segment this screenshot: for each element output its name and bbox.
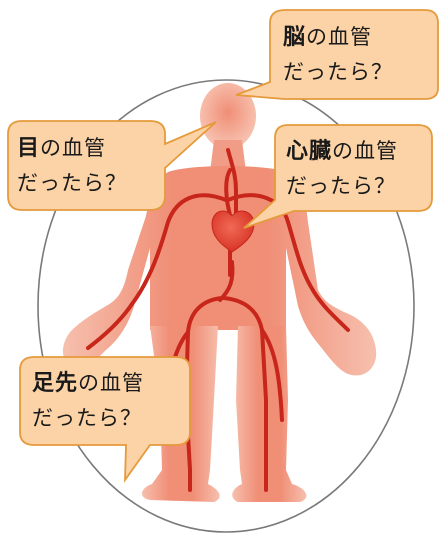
heart-line-1: 心臓の血管 <box>286 134 398 169</box>
right-arm-vessel <box>226 193 350 332</box>
toe-line-1: 足先の血管 <box>32 366 144 401</box>
right-leg-branch <box>260 328 284 422</box>
eye-bubble-text: 目の血管 だったら？ <box>17 131 127 200</box>
heart-label-bold: 心臓 <box>286 139 333 164</box>
brain-bubble <box>235 9 439 100</box>
torso-and-arms <box>62 166 377 376</box>
brain-line-2: だったら？ <box>283 60 393 84</box>
eye-label-bold: 目 <box>17 136 41 161</box>
heart-line-2: だったら？ <box>286 174 396 198</box>
brain-line-1: 脳の血管 <box>283 20 393 55</box>
heart-bubble-text: 心臓の血管 だったら？ <box>286 134 398 203</box>
eye-label-rest: の血管 <box>40 136 107 160</box>
eye-bubble <box>7 120 217 211</box>
toe-line-2: だったら？ <box>32 406 142 430</box>
speech-bubbles <box>7 9 439 483</box>
heart-shape <box>211 210 255 253</box>
toe-label-rest: の血管 <box>78 371 145 395</box>
toe-label-bold: 足先 <box>32 371 79 396</box>
heart-label-rest: の血管 <box>332 139 399 163</box>
carotid-vessel <box>226 148 238 217</box>
right-leg-vessel <box>222 296 268 492</box>
brain-label-rest: の血管 <box>306 25 373 49</box>
right-leg <box>232 326 307 502</box>
body-outline-oval <box>37 79 415 533</box>
eye-line-1: 目の血管 <box>17 131 127 166</box>
left-arm-vessel <box>86 193 228 350</box>
toe-bubble <box>19 356 191 483</box>
brain-label-bold: 脳 <box>283 25 307 50</box>
head <box>200 83 256 149</box>
heart-bubble <box>243 124 433 229</box>
eye-line-2: だったら？ <box>17 171 127 195</box>
toe-bubble-text: 足先の血管 だったら？ <box>32 366 144 435</box>
brain-bubble-text: 脳の血管 だったら？ <box>283 20 393 89</box>
